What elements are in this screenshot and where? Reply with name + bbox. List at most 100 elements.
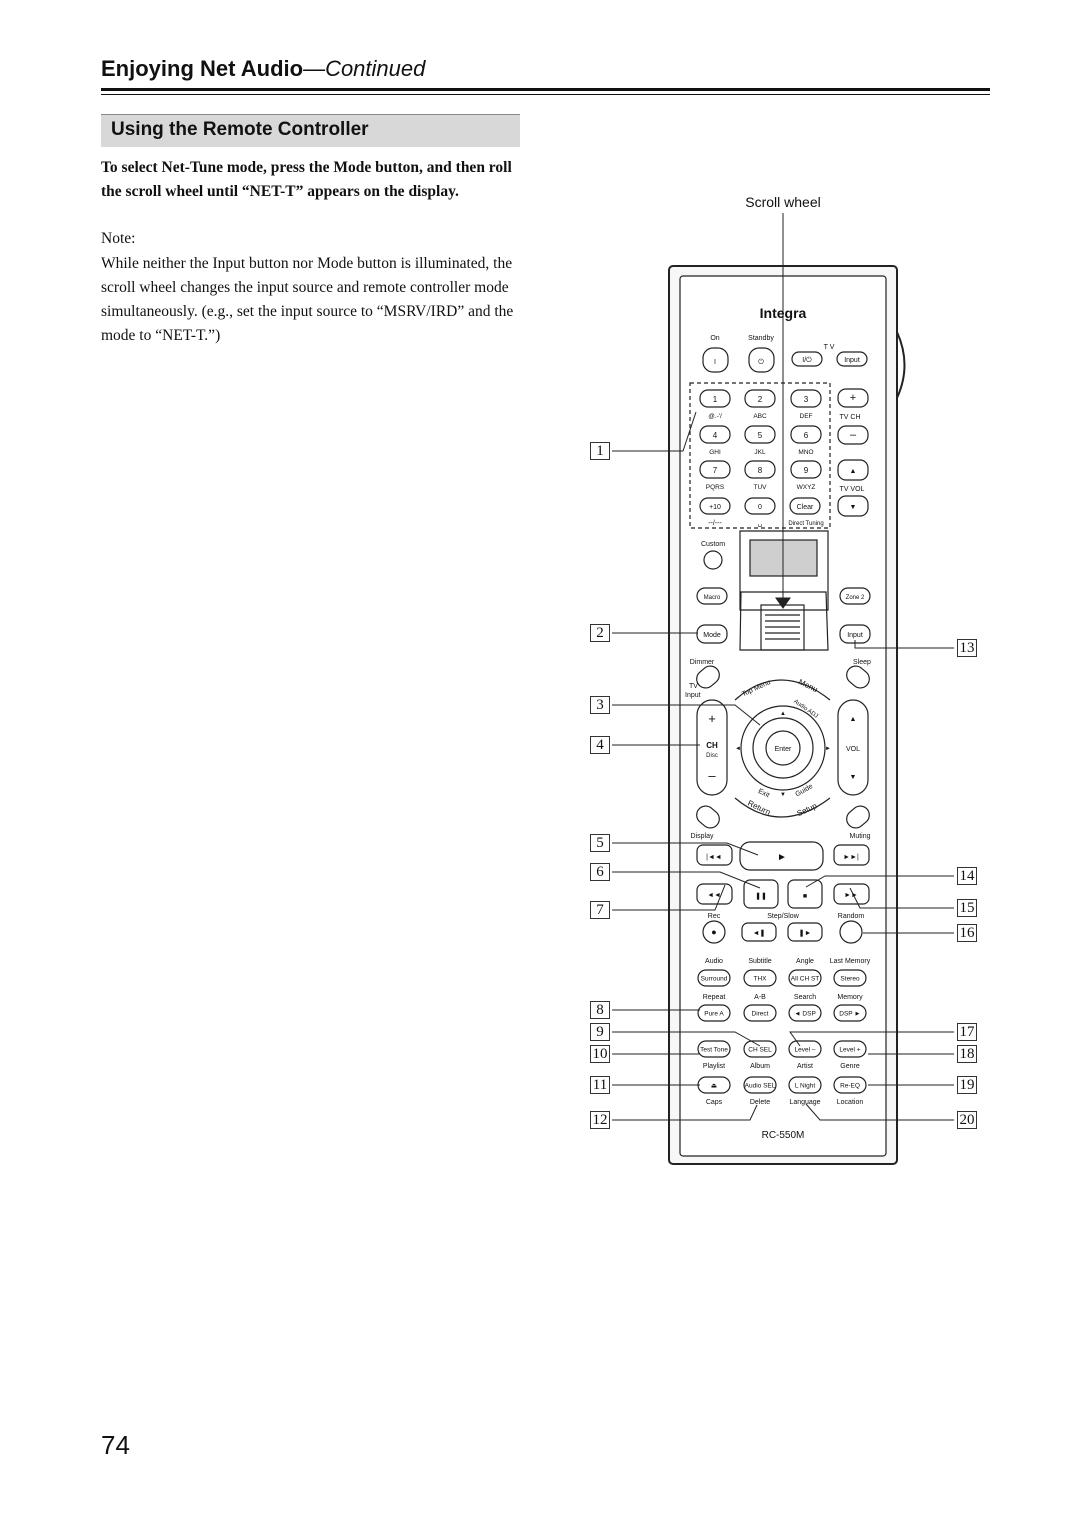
return-setup-arc[interactable] [734, 797, 831, 818]
zone2-button[interactable] [839, 587, 871, 605]
key-7-letters: PQRS [706, 484, 725, 491]
ch-sel-button[interactable] [743, 1040, 777, 1058]
rec-dot-icon: ● [711, 927, 716, 937]
key-2-button[interactable] [744, 389, 776, 408]
macro-button[interactable] [696, 587, 728, 605]
muting-button[interactable] [843, 802, 873, 831]
key-3-button[interactable] [790, 389, 822, 408]
tv-ch-down-button[interactable] [837, 425, 869, 445]
audio-sel-button[interactable] [743, 1076, 777, 1094]
dsp-right-button[interactable] [833, 1004, 867, 1022]
tv-input-select-button[interactable] [836, 351, 868, 367]
prev-track-button[interactable] [696, 844, 733, 866]
tv-input-tv-label: TV [689, 683, 698, 690]
tv-vol-up-button[interactable] [837, 459, 869, 481]
scroll-wheel-label: Scroll wheel [745, 194, 820, 210]
tv-vol-label: TV VOL [840, 486, 865, 493]
macro-label: Macro [704, 595, 721, 601]
plus10-button[interactable] [699, 497, 731, 515]
next-track-button[interactable] [833, 844, 870, 866]
pure-a-button[interactable] [697, 1004, 731, 1022]
eject-button[interactable] [697, 1076, 731, 1094]
fast-forward-button[interactable] [833, 883, 870, 905]
key-1-letters: @.-'/ [708, 413, 722, 420]
mode-button[interactable] [696, 624, 728, 644]
navigation-ring[interactable] [740, 705, 826, 791]
test-tone-label: Test Tone [700, 1047, 728, 1054]
tv-input-button[interactable] [693, 662, 723, 691]
zero-button[interactable] [744, 497, 776, 515]
rewind-button[interactable] [696, 883, 733, 905]
sleep-button[interactable] [843, 662, 873, 691]
enter-button[interactable] [765, 730, 801, 766]
tv-power-icon: I/⏻ [802, 356, 812, 364]
all-ch-st-button[interactable] [788, 969, 822, 987]
power-icon: ⏻ [758, 358, 764, 366]
custom-button[interactable] [703, 550, 723, 570]
key-6-button[interactable] [790, 425, 822, 444]
stereo-button[interactable] [833, 969, 867, 987]
l-night-button[interactable] [788, 1076, 822, 1094]
callout-3: 3 [590, 696, 610, 714]
dashes-label: --/--- [708, 520, 722, 527]
callout-9: 9 [590, 1023, 610, 1041]
level-minus-button[interactable] [788, 1040, 822, 1058]
rewind-icon: ◄◄ [707, 892, 721, 899]
display-button[interactable] [693, 802, 723, 831]
audio-sel-label: Audio SEL [745, 1083, 776, 1090]
thx-button[interactable] [743, 969, 777, 987]
on-button[interactable] [702, 347, 729, 373]
key-8-button[interactable] [744, 460, 776, 479]
stop-button[interactable] [787, 879, 823, 909]
tv-power-button[interactable] [791, 351, 823, 367]
key-3-label: 3 [804, 395, 809, 404]
key-4-button[interactable] [699, 425, 731, 444]
caps-label: Caps [706, 1099, 723, 1106]
key-1-button[interactable] [699, 389, 731, 408]
thx-label: THX [754, 976, 768, 983]
play-button[interactable] [739, 841, 824, 871]
delete-label: Delete [750, 1099, 770, 1106]
enter-label: Enter [775, 746, 792, 753]
key-7-button[interactable] [699, 460, 731, 479]
surround-button[interactable] [697, 969, 731, 987]
page-number: 74 [101, 1430, 130, 1460]
dsp-left-button[interactable] [788, 1004, 822, 1022]
clear-button[interactable] [789, 497, 821, 515]
genre-label: Genre [840, 1063, 860, 1070]
key-5-button[interactable] [744, 425, 776, 444]
tv-vol-down-button[interactable] [837, 495, 869, 517]
standby-button[interactable] [748, 347, 775, 373]
rec-button[interactable] [702, 920, 726, 944]
callout-17: 17 [957, 1023, 977, 1041]
up-arrow-icon: ▲ [780, 711, 786, 717]
note-body: While neither the Input button nor Mode … [101, 255, 514, 344]
tv-ch-up-button[interactable] [837, 388, 869, 408]
callout-14: 14 [957, 867, 977, 885]
page-header-title: Enjoying Net Audio—Continued [101, 56, 425, 82]
level-plus-button[interactable] [833, 1040, 867, 1058]
direct-button[interactable] [743, 1004, 777, 1022]
key-9-button[interactable] [790, 460, 822, 479]
ch-rocker[interactable] [696, 699, 728, 796]
key-1-label: 1 [713, 395, 718, 404]
repeat-label: Repeat [703, 994, 726, 1001]
pause-button[interactable] [743, 879, 779, 909]
ff-icon: ►► [844, 892, 858, 899]
minus-icon: – [850, 429, 857, 441]
step-back-button[interactable] [741, 922, 777, 942]
vol-up-icon: ▲ [850, 716, 857, 723]
random-button[interactable] [839, 920, 863, 944]
plus10-label: +10 [709, 504, 721, 511]
playlist-label: Playlist [703, 1063, 725, 1070]
test-tone-button[interactable] [697, 1040, 731, 1058]
callout-6: 6 [590, 863, 610, 881]
input-button[interactable] [839, 624, 871, 644]
re-eq-button[interactable] [833, 1076, 867, 1094]
standby-label: Standby [748, 335, 774, 342]
callout-13: 13 [957, 639, 977, 657]
vol-rocker[interactable] [837, 699, 869, 796]
step-forward-button[interactable] [787, 922, 823, 942]
menu-arc[interactable] [734, 679, 831, 701]
